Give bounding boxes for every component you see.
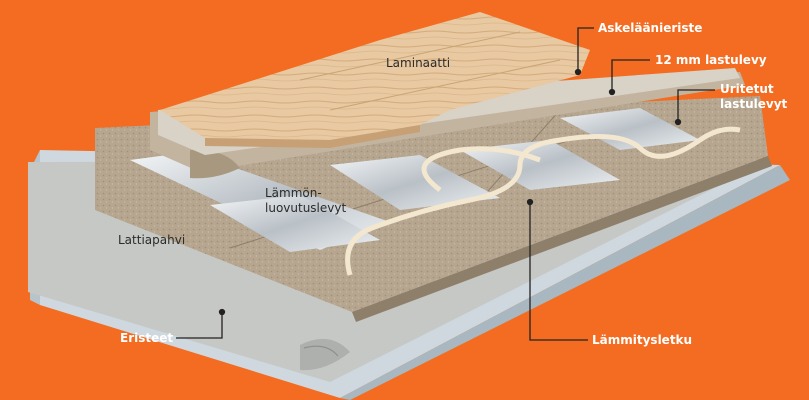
label-chipboard: 12 mm lastulevy	[655, 53, 767, 67]
label-heat-plates-line2: luovutuslevyt	[265, 201, 347, 215]
heating-pipe-loop	[421, 146, 541, 192]
heating-pipe	[345, 126, 741, 276]
label-grooved-line1: Uritetut	[720, 82, 774, 96]
label-heating-pipe: Lämmitysletku	[592, 333, 693, 347]
label-insulation: Eristeet	[120, 331, 174, 345]
leader-grooved	[677, 89, 715, 122]
leader-pipe	[529, 202, 588, 341]
label-asphalt-paper: Lattiapahvi	[118, 233, 186, 247]
leader-chipboard	[611, 59, 650, 92]
label-heat-plates-line1: Lämmön-	[265, 186, 322, 200]
leader-underlay	[577, 27, 594, 72]
laminate-layer	[160, 12, 590, 148]
leader-insulation	[176, 312, 223, 339]
label-grooved-line2: lastulevyt	[720, 97, 788, 111]
label-laminate: Laminaatti	[386, 56, 451, 70]
leader-lines	[176, 27, 715, 341]
label-underlay: Askeläänieriste	[598, 21, 703, 35]
